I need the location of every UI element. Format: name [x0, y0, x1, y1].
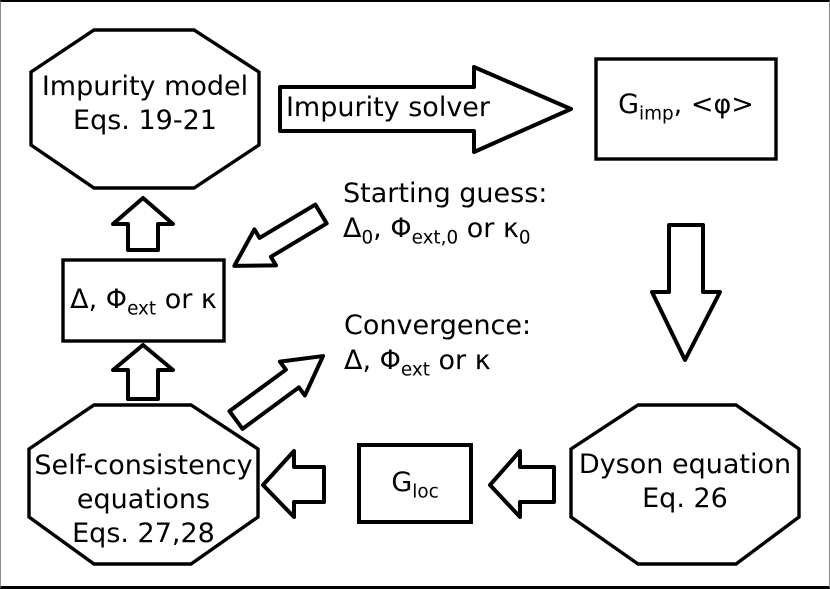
convergence-title: Convergence: — [344, 310, 532, 341]
convergence-formula: Δ, Φext or κ — [344, 345, 491, 381]
impurity-solver-arrow-right-icon — [278, 65, 573, 154]
convergence-annotation: Convergence: Δ, Φext or κ — [344, 308, 532, 381]
convergence-arrow-icon — [227, 354, 326, 431]
g-imp-label: Gimp, <φ> — [618, 89, 754, 125]
impurity-model-octagon — [29, 28, 261, 190]
dyson-equation-octagon — [569, 403, 801, 566]
impurity-model-line1: Impurity model — [41, 71, 249, 102]
starting-guess-formula: Δ0, Φext,0 or κ0 — [343, 213, 531, 249]
self-consistency-line1: Self-consistency — [34, 450, 253, 481]
up-arrow-selfconsistency-to-box-icon — [111, 343, 175, 401]
starting-guess-arrow-icon — [232, 202, 329, 268]
delta-phi-label: Δ, Φext or κ — [70, 284, 217, 320]
starting-guess-annotation: Starting guess: Δ0, Φext,0 or κ0 — [343, 176, 548, 249]
delta-phi-box — [61, 258, 226, 343]
g-loc-box — [357, 443, 473, 524]
down-arrow-icon — [650, 223, 722, 362]
g-imp-box — [594, 57, 778, 161]
g-loc-label: Gloc — [391, 467, 439, 503]
impurity-solver-label: Impurity solver — [285, 92, 491, 123]
up-arrow-box-to-impurity-icon — [111, 196, 175, 252]
self-consistency-line3: Eqs. 27,28 — [72, 518, 215, 549]
impurity-model-line2: Eqs. 19-21 — [73, 105, 217, 136]
self-consistency-label: Self-consistency equations Eqs. 27,28 — [29, 449, 258, 551]
self-consistency-octagon — [27, 403, 260, 566]
left-arrow-dyson-to-gloc-icon — [488, 449, 556, 519]
left-arrow-gloc-to-selfconsistency-icon — [261, 449, 326, 519]
starting-guess-title: Starting guess: — [343, 178, 548, 209]
dyson-label: Dyson equation Eq. 26 — [571, 448, 799, 516]
self-consistency-line2: equations — [76, 484, 211, 515]
impurity-model-label: Impurity model Eqs. 19-21 — [31, 70, 259, 138]
dyson-line2: Eq. 26 — [642, 483, 728, 514]
dyson-line1: Dyson equation — [578, 449, 792, 480]
